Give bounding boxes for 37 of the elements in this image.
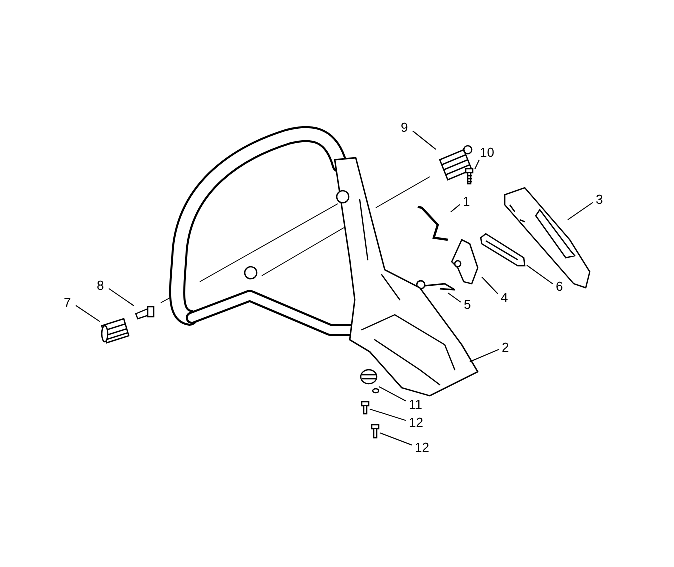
wire-drawing	[415, 203, 451, 244]
leader-line	[482, 276, 498, 294]
leader-line	[470, 349, 500, 362]
callout-number: 12	[409, 416, 425, 430]
spring-drawing	[100, 318, 131, 344]
spring-drawing	[415, 279, 457, 293]
callout-number: 11	[409, 398, 425, 412]
callout-number: 5	[464, 298, 473, 312]
callout-number: 8	[97, 279, 106, 293]
leader-line	[76, 305, 100, 322]
screw-drawing	[371, 424, 380, 439]
pin-drawing	[134, 305, 157, 321]
damper-drawing	[359, 368, 379, 396]
leader-line	[474, 160, 480, 170]
leader-line	[450, 204, 460, 213]
cover-drawing	[502, 186, 592, 292]
callout-number: 7	[64, 296, 73, 310]
callout-number: 1	[463, 195, 472, 209]
plate-drawing	[479, 232, 527, 268]
leader-line	[447, 292, 462, 303]
leader-line	[568, 202, 594, 220]
leader-line	[370, 408, 406, 422]
callout-number: 2	[502, 341, 511, 355]
leader-line	[380, 432, 412, 446]
callout-number: 3	[596, 193, 605, 207]
spring-drawing	[436, 145, 474, 181]
callout-number: 4	[501, 291, 510, 305]
screw-drawing	[464, 167, 475, 186]
callout-number: 9	[401, 121, 410, 135]
callout-number: 12	[415, 441, 431, 455]
callout-number: 10	[480, 146, 496, 160]
leader-line	[526, 264, 554, 285]
screw-drawing	[361, 401, 370, 415]
leader-line	[378, 386, 406, 402]
callout-number: 6	[556, 280, 565, 294]
leader-line	[108, 288, 134, 306]
leader-line	[412, 130, 436, 150]
